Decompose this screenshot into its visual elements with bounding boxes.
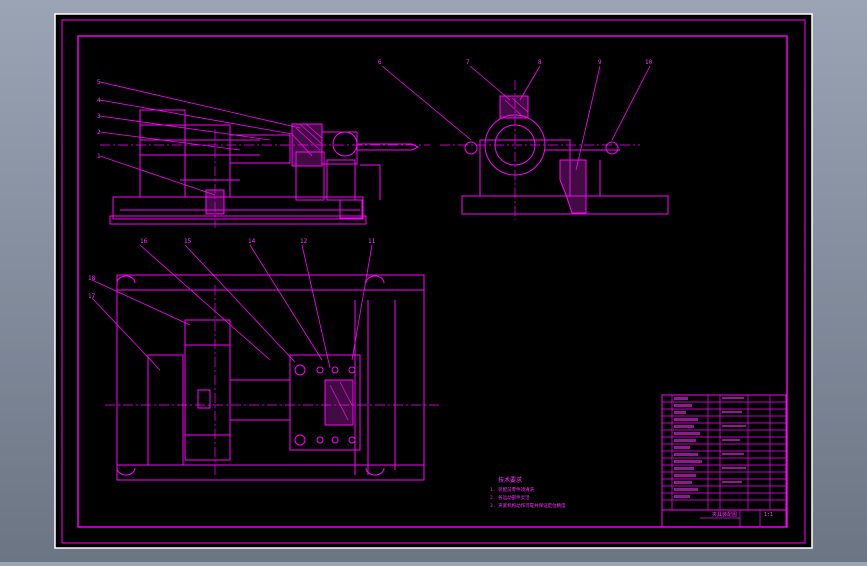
svg-text:12: 12 — [300, 238, 308, 245]
svg-text:18: 18 — [88, 275, 96, 282]
svg-text:11: 11 — [368, 238, 376, 245]
tech-req-title: 技术要求 — [498, 476, 522, 484]
side-view-balloons: 6 7 8 9 10 — [378, 59, 653, 66]
tech-req-item-1: 1. 装配前零件须清洗 — [490, 486, 535, 493]
svg-text:14: 14 — [248, 238, 256, 245]
svg-text:4: 4 — [97, 97, 101, 104]
svg-text:6: 6 — [378, 59, 382, 66]
svg-text:1: 1 — [97, 153, 101, 160]
top-view-balloons: 18 17 16 15 14 12 11 — [88, 238, 376, 300]
svg-text:10: 10 — [645, 59, 653, 66]
tech-req-item-3: 3. 夹紧机构动作可靠并保证定位精度 — [490, 502, 566, 509]
front-view-balloons: 5 4 3 2 1 — [97, 79, 101, 160]
drawing-scale: 1:1 — [764, 512, 773, 518]
drawing-name: 夹具装配图 — [712, 511, 737, 518]
svg-text:2: 2 — [97, 129, 101, 136]
top-view — [105, 274, 440, 481]
svg-text:7: 7 — [466, 59, 470, 66]
svg-text:17: 17 — [88, 293, 96, 300]
svg-text:5: 5 — [97, 79, 101, 86]
tech-req-item-2: 2. 各运动部件灵活 — [490, 494, 530, 501]
svg-text:8: 8 — [538, 59, 542, 66]
parts-list — [661, 394, 787, 528]
top-view-leaders — [91, 244, 373, 371]
title-block: 夹具装配图 1:1 — [712, 511, 773, 518]
svg-text:9: 9 — [598, 59, 602, 66]
technical-requirements: 技术要求 1. 装配前零件须清洗 2. 各运动部件灵活 3. 夹紧机构动作可靠并… — [490, 476, 566, 509]
side-view-leaders — [381, 65, 651, 171]
svg-text:16: 16 — [140, 238, 148, 245]
outer-border — [61, 19, 806, 544]
svg-text:3: 3 — [97, 113, 101, 120]
front-view-leaders — [99, 81, 301, 196]
parts-list-fill — [674, 397, 746, 498]
svg-text:15: 15 — [184, 238, 192, 245]
inner-frame — [77, 35, 788, 528]
side-view — [440, 80, 669, 220]
drawing-sheet — [54, 13, 813, 549]
